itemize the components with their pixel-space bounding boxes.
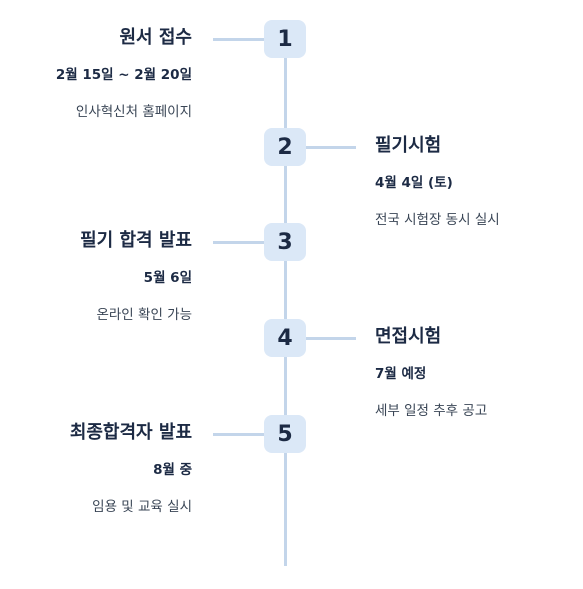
step-5-description: 임용 및 교육 실시 xyxy=(92,499,192,515)
step-2: 필기시험 4월 4일 (토) 전국 시험장 동시 실시 xyxy=(375,134,583,229)
step-4-description: 세부 일정 추후 공고 xyxy=(375,403,488,419)
step-4-date: 7월 예정 xyxy=(375,366,427,382)
step-3-title: 필기 합격 발표 xyxy=(80,230,192,251)
step-5-badge: 5 xyxy=(264,415,306,453)
step-3-date: 5월 6일 xyxy=(143,270,192,286)
step-1-description: 인사혁신처 홈페이지 xyxy=(75,104,192,120)
step-2-title: 필기시험 xyxy=(375,135,442,156)
step-4: 면접시험 7월 예정 세부 일정 추후 공고 xyxy=(375,325,583,420)
step-2-connector xyxy=(306,146,356,149)
step-2-date: 4월 4일 (토) xyxy=(375,175,453,191)
step-5-title: 최종합격자 발표 xyxy=(69,422,192,443)
step-3-badge: 3 xyxy=(264,223,306,261)
step-5-connector xyxy=(213,433,264,436)
step-4-title: 면접시험 xyxy=(375,326,442,347)
step-1-title: 원서 접수 xyxy=(119,27,192,48)
timeline-axis xyxy=(284,22,287,566)
step-3-connector xyxy=(213,241,264,244)
step-2-badge: 2 xyxy=(264,128,306,166)
step-5: 최종합격자 발표 8월 중 임용 및 교육 실시 xyxy=(0,421,192,516)
step-2-description: 전국 시험장 동시 실시 xyxy=(375,212,500,228)
step-3-description: 온라인 확인 가능 xyxy=(96,307,192,323)
step-4-badge: 4 xyxy=(264,319,306,357)
step-3: 필기 합격 발표 5월 6일 온라인 확인 가능 xyxy=(0,229,192,324)
step-4-connector xyxy=(306,337,356,340)
step-1-date: 2월 15일 ~ 2월 20일 xyxy=(55,67,192,83)
step-5-date: 8월 중 xyxy=(153,462,192,478)
step-1-connector xyxy=(213,38,264,41)
step-1: 원서 접수 2월 15일 ~ 2월 20일 인사혁신처 홈페이지 xyxy=(0,26,192,121)
step-1-badge: 1 xyxy=(264,20,306,58)
